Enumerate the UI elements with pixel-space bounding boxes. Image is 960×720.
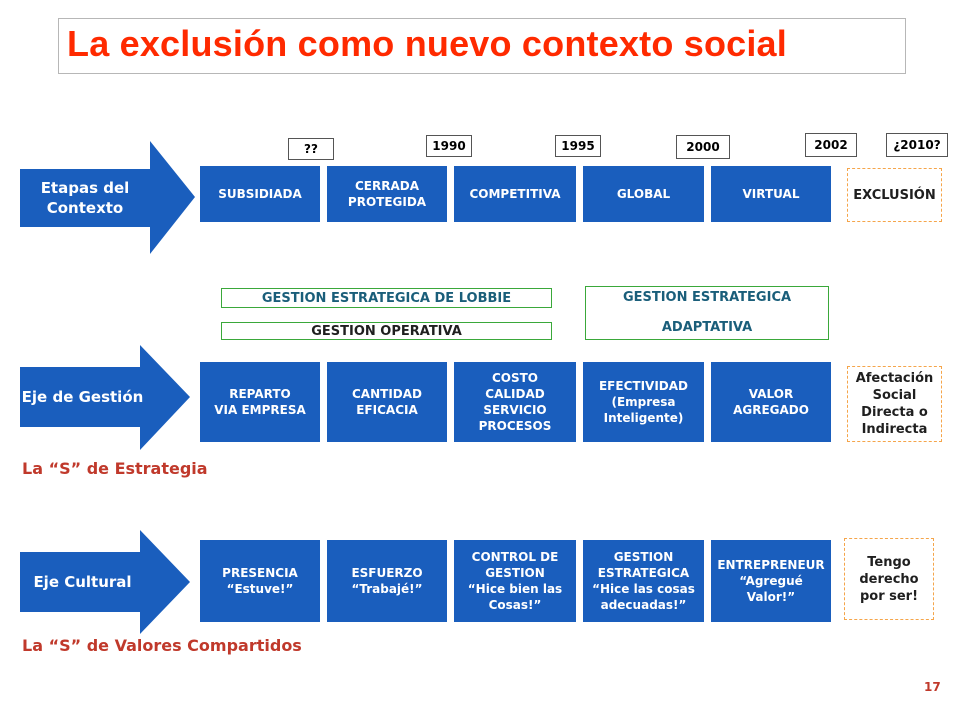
- cultural-box: PRESENCIA “Estuve!”: [200, 540, 320, 622]
- page-number: 17: [924, 680, 941, 694]
- year-box: ??: [288, 138, 334, 160]
- cultural-box: CONTROL DE GESTION “Hice bien las Cosas!…: [454, 540, 576, 622]
- lobbie-band: GESTION ESTRATEGICA DE LOBBIE: [221, 288, 552, 308]
- cultural-arrow: [20, 530, 190, 634]
- cultural-box: GESTION ESTRATEGICA “Hice las cosas adec…: [583, 540, 704, 622]
- gestion-box: REPARTO VIA EMPRESA: [200, 362, 320, 442]
- adaptativa-band: GESTION ESTRATEGICA ADAPTATIVA: [585, 286, 829, 340]
- page-title: La exclusión como nuevo contexto social: [67, 23, 787, 64]
- gestion-box: VALOR AGREGADO: [711, 362, 831, 442]
- estrategia-caption: La “S” de Estrategia: [22, 459, 208, 478]
- year-box: ¿2010?: [886, 133, 948, 157]
- afectacion-box: Afectación Social Directa o Indirecta: [847, 366, 942, 442]
- year-box: 1990: [426, 135, 472, 157]
- valores-caption: La “S” de Valores Compartidos: [22, 636, 302, 655]
- exclusion-box: EXCLUSIÓN: [847, 168, 942, 222]
- gestion-box: EFECTIVIDAD (Empresa Inteligente): [583, 362, 704, 442]
- tengo-derecho-box: Tengo derecho por ser!: [844, 538, 934, 620]
- year-box: 1995: [555, 135, 601, 157]
- operativa-band: GESTION OPERATIVA: [221, 322, 552, 340]
- stage-box: GLOBAL: [583, 166, 704, 222]
- year-box: 2000: [676, 135, 730, 159]
- gestion-arrow: [20, 345, 190, 450]
- stage-box: VIRTUAL: [711, 166, 831, 222]
- stage-box: CERRADA PROTEGIDA: [327, 166, 447, 222]
- contexto-arrow: [20, 141, 195, 254]
- gestion-box: COSTO CALIDAD SERVICIO PROCESOS: [454, 362, 576, 442]
- contexto-arrow-label: Etapas del Contexto: [40, 179, 130, 217]
- gestion-box: CANTIDAD EFICACIA: [327, 362, 447, 442]
- stage-box: SUBSIDIADA: [200, 166, 320, 222]
- gestion-arrow-label: Eje de Gestión: [21, 388, 144, 406]
- year-box: 2002: [805, 133, 857, 157]
- cultural-box: ESFUERZO “Trabajé!”: [327, 540, 447, 622]
- cultural-box: ENTREPRENEUR “Agregué Valor!”: [711, 540, 831, 622]
- cultural-arrow-label: Eje Cultural: [33, 573, 132, 591]
- title-box: La exclusión como nuevo contexto social: [58, 18, 906, 74]
- stage-box: COMPETITIVA: [454, 166, 576, 222]
